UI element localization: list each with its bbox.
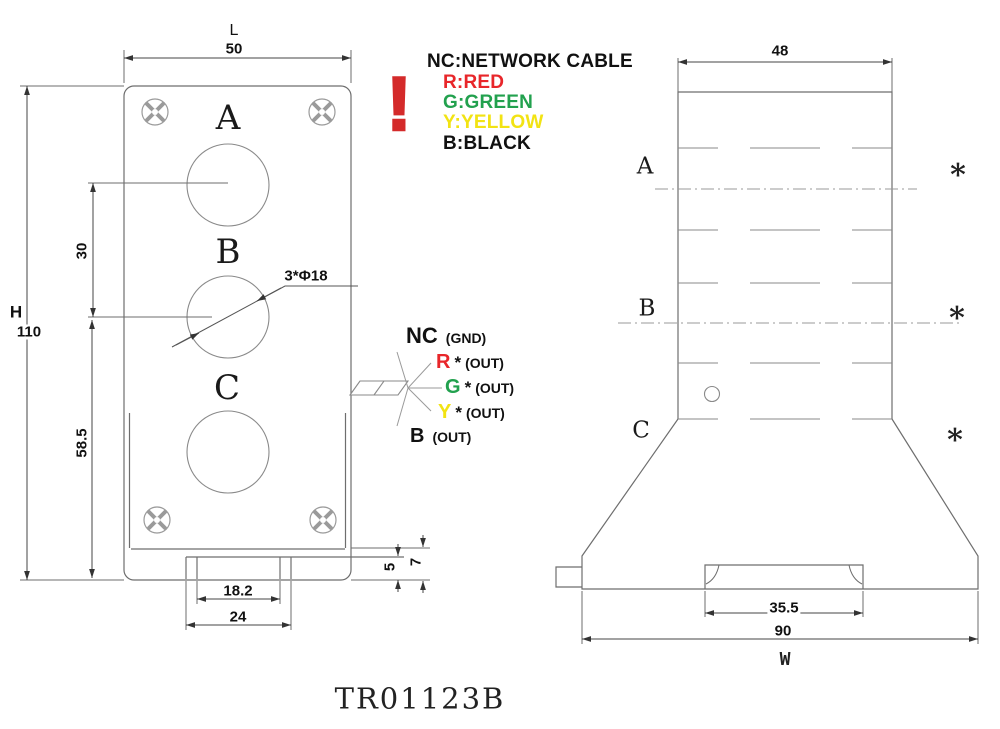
wire-pin-star: * xyxy=(464,378,472,397)
side-section-label-a: A xyxy=(636,153,654,180)
asterisk-marker: * xyxy=(949,301,965,336)
screw-icon xyxy=(143,506,171,534)
wire-pin-g: G * (OUT) xyxy=(445,377,514,397)
dim-value-width-50: 50 xyxy=(225,40,243,58)
cable-break-symbol xyxy=(348,380,410,396)
screw-icons xyxy=(141,98,337,534)
wire-pin-r: R * (OUT) xyxy=(436,352,504,372)
side-view-joint-lines xyxy=(678,147,892,420)
dim-value-top-width-48: 48 xyxy=(771,42,789,60)
legend-item-yellow: Y:YELLOW xyxy=(443,112,544,133)
wire-pin-suffix: (OUT) xyxy=(465,405,505,421)
legend-heading: NC:NETWORK CABLE xyxy=(427,51,633,72)
legend-item-black: B:BLACK xyxy=(443,133,531,154)
hole-note-3x18: 3*Φ18 xyxy=(284,267,328,285)
dim-value-base-width-90: 90 xyxy=(772,622,794,640)
legend-item-red: R:RED xyxy=(443,72,505,93)
legend-item-green: G:GREEN xyxy=(443,92,534,113)
wire-pin-suffix: (OUT) xyxy=(475,380,515,396)
wire-pin-name: B xyxy=(410,425,425,447)
front-section-label-b: B xyxy=(215,232,241,272)
wire-pin-suffix: (OUT) xyxy=(465,355,504,371)
dim-value-base-7: 7 xyxy=(407,557,425,567)
screw-icon xyxy=(141,98,169,126)
screw-icon xyxy=(309,506,337,534)
front-section-label-a: A xyxy=(215,98,241,138)
dim-value-slot-inner-18-2: 18.2 xyxy=(221,582,255,600)
dim-label-W: W xyxy=(779,649,791,670)
wire-pin-star: * xyxy=(454,353,462,372)
side-section-label-b: B xyxy=(638,295,656,322)
side-section-label-c: C xyxy=(632,417,650,444)
front-view-lens-holes xyxy=(186,143,270,494)
front-dim-lines xyxy=(24,55,426,628)
front-section-label-c: C xyxy=(213,368,241,408)
dim-label-L: L xyxy=(229,22,239,39)
wire-pin-nc: NC (GND) xyxy=(406,325,486,347)
side-dim-lines xyxy=(582,59,978,642)
wire-pin-name: R xyxy=(436,351,451,373)
side-view-outline xyxy=(555,91,979,590)
screw-icon xyxy=(308,98,336,126)
warning-exclamation-icon: ! xyxy=(385,62,413,147)
dim-value-tab-5: 5 xyxy=(381,562,399,572)
wire-pin-name: Y xyxy=(438,401,452,423)
wire-pin-name: NC xyxy=(406,323,438,348)
front-dim-extensions xyxy=(20,50,430,630)
wire-pin-suffix: (GND) xyxy=(445,330,487,346)
asterisk-marker: * xyxy=(947,423,963,458)
side-view-pilot-hole xyxy=(703,385,721,403)
asterisk-marker: * xyxy=(950,158,966,193)
dim-value-hole-pitch-30: 30 xyxy=(73,242,91,260)
dim-value-rail-slot-35-5: 35.5 xyxy=(767,599,801,617)
front-view-outline xyxy=(123,85,404,581)
wire-fanout-lines xyxy=(396,351,442,427)
dim-value-slot-outer-24: 24 xyxy=(227,608,249,626)
side-dim-extensions xyxy=(581,58,979,644)
hole-leader-line xyxy=(171,285,358,348)
wire-pin-b: B (OUT) xyxy=(410,426,471,446)
wire-pin-suffix: (OUT) xyxy=(432,429,472,445)
wire-pin-star: * xyxy=(455,403,462,422)
dim-label-H: H xyxy=(9,302,23,322)
dim-value-lower-58-5: 58.5 xyxy=(73,428,91,458)
drawing-title: TR01123B xyxy=(334,681,506,716)
dim-value-height-110: 110 xyxy=(14,323,44,341)
side-view-centerlines xyxy=(618,188,962,324)
wire-pin-name: G xyxy=(445,376,461,398)
wire-pin-y: Y * (OUT) xyxy=(438,402,505,422)
